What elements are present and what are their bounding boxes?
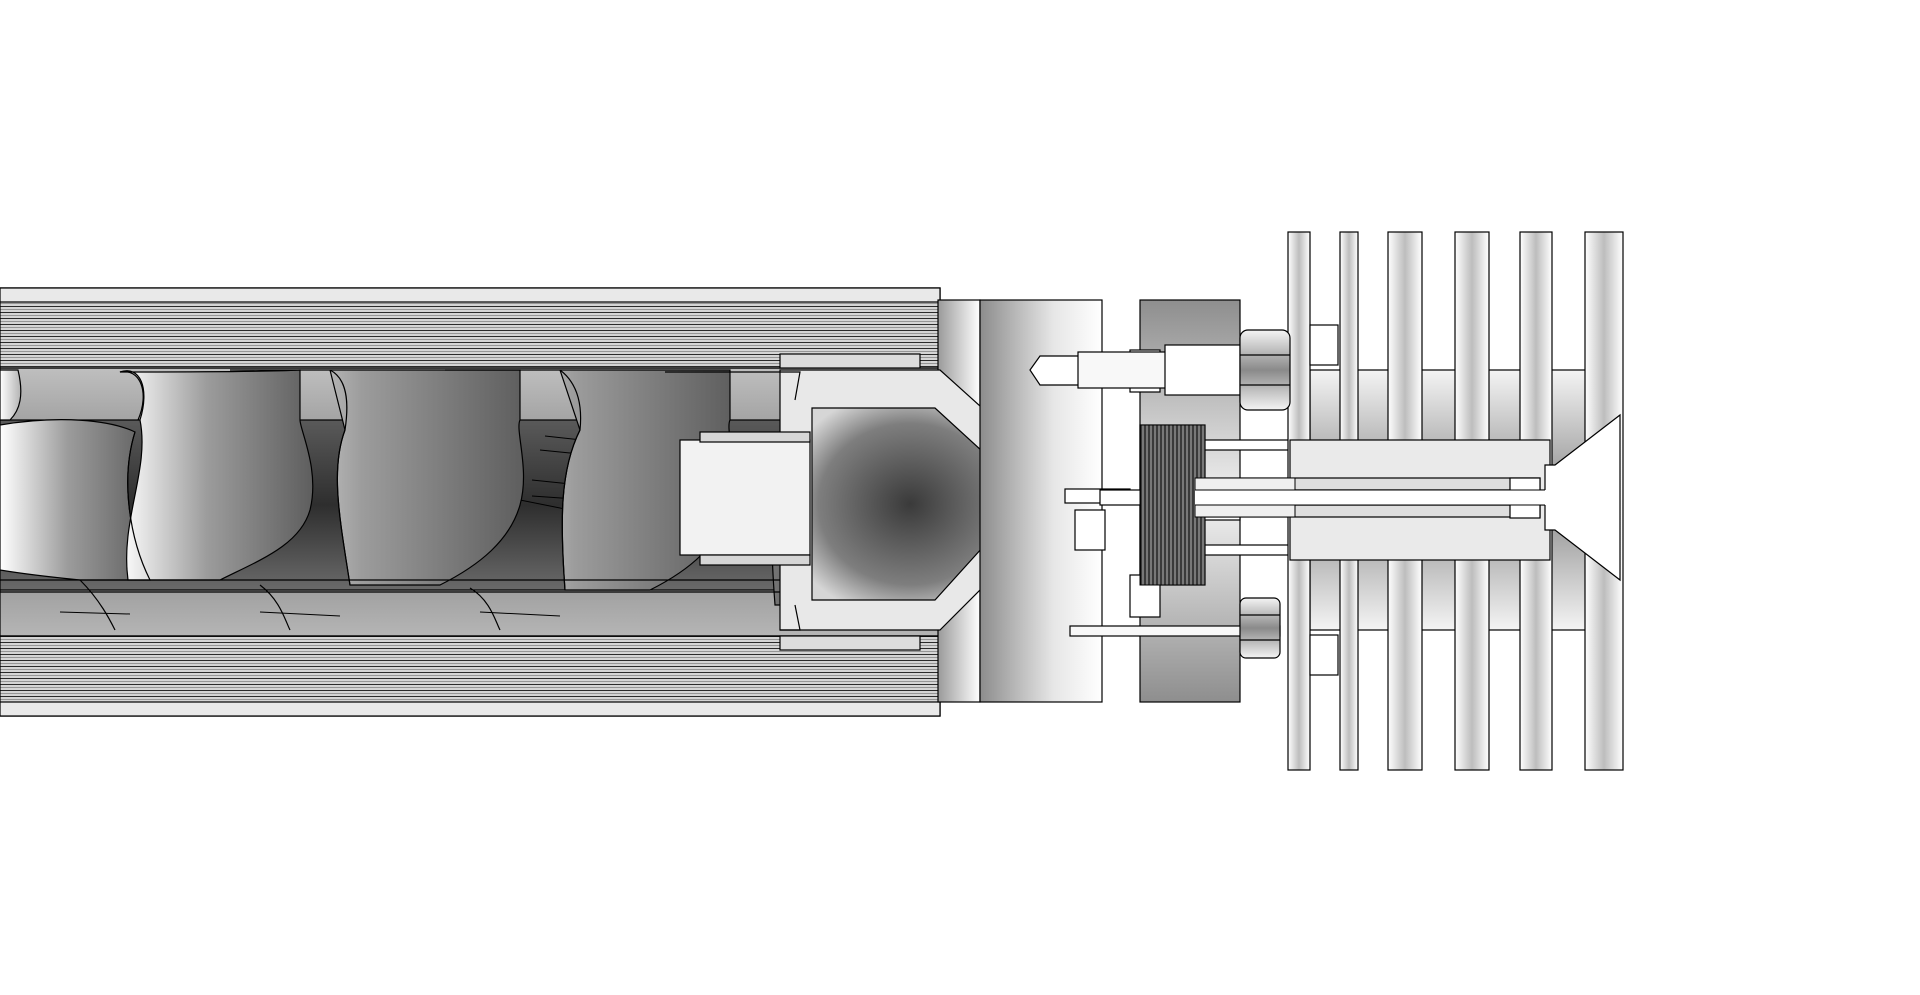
top-bolt-head xyxy=(1239,329,1291,411)
screw-flight-3 xyxy=(119,369,314,581)
top-bolt-tip xyxy=(1029,355,1081,386)
end-cap-slot xyxy=(1074,509,1106,551)
bottom-bolt-head xyxy=(1239,597,1281,659)
screw-flight-1 xyxy=(0,369,22,421)
bolts xyxy=(1029,329,1291,659)
tip-insert xyxy=(679,439,811,556)
heater-coil xyxy=(1139,424,1555,586)
